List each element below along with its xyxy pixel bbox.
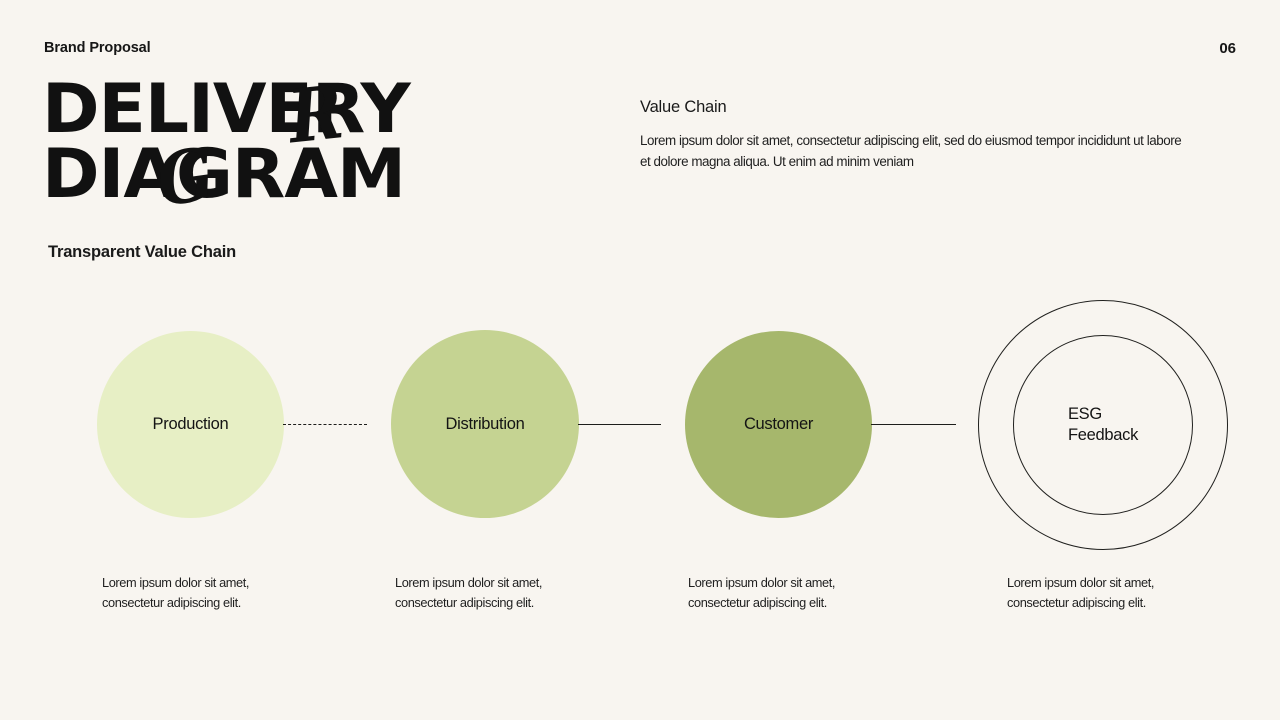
diagram-node-customer[interactable]: Customer xyxy=(685,331,872,518)
title-line-1: DELIVERY xyxy=(42,70,411,149)
node-label-esg-line2: Feedback xyxy=(1067,426,1139,444)
diagram-node-esg-outer-ring xyxy=(978,300,1228,550)
title-line-2: DIAGRAM xyxy=(42,135,406,215)
page-subtitle: Transparent Value Chain xyxy=(48,243,236,261)
connector-distribution-to-customer xyxy=(578,424,661,425)
page-title: DELIVERY DIAGRAM R G xyxy=(42,69,562,224)
intro-block: Value Chain Lorem ipsum dolor sit amet, … xyxy=(640,98,1200,173)
brand-label: Brand Proposal xyxy=(44,40,151,56)
node-label-customer: Customer xyxy=(743,415,814,434)
intro-heading: Value Chain xyxy=(640,98,727,116)
diagram-node-production[interactable]: Production xyxy=(97,331,284,518)
node-label-esg-feedback: ESG Feedback xyxy=(1068,404,1138,445)
node-caption-customer: Lorem ipsum dolor sit amet, consectetur … xyxy=(688,575,836,611)
node-caption-production: Lorem ipsum dolor sit amet, consectetur … xyxy=(102,575,250,611)
node-caption-esg-feedback: Lorem ipsum dolor sit amet, consectetur … xyxy=(1007,575,1155,611)
connector-customer-to-esg xyxy=(871,424,956,425)
node-label-production: Production xyxy=(152,415,229,434)
node-label-esg-line1: ESG xyxy=(1067,405,1102,424)
diagram-node-distribution[interactable]: Distribution xyxy=(391,330,579,518)
intro-body-text: Lorem ipsum dolor sit amet, consectetur … xyxy=(640,133,1182,169)
diagram-node-esg-feedback[interactable]: ESG Feedback xyxy=(1013,335,1193,515)
node-caption-distribution: Lorem ipsum dolor sit amet, consectetur … xyxy=(395,575,543,611)
node-label-distribution: Distribution xyxy=(445,414,525,433)
page-number: 06 xyxy=(1219,40,1236,57)
connector-production-to-distribution xyxy=(283,424,367,425)
